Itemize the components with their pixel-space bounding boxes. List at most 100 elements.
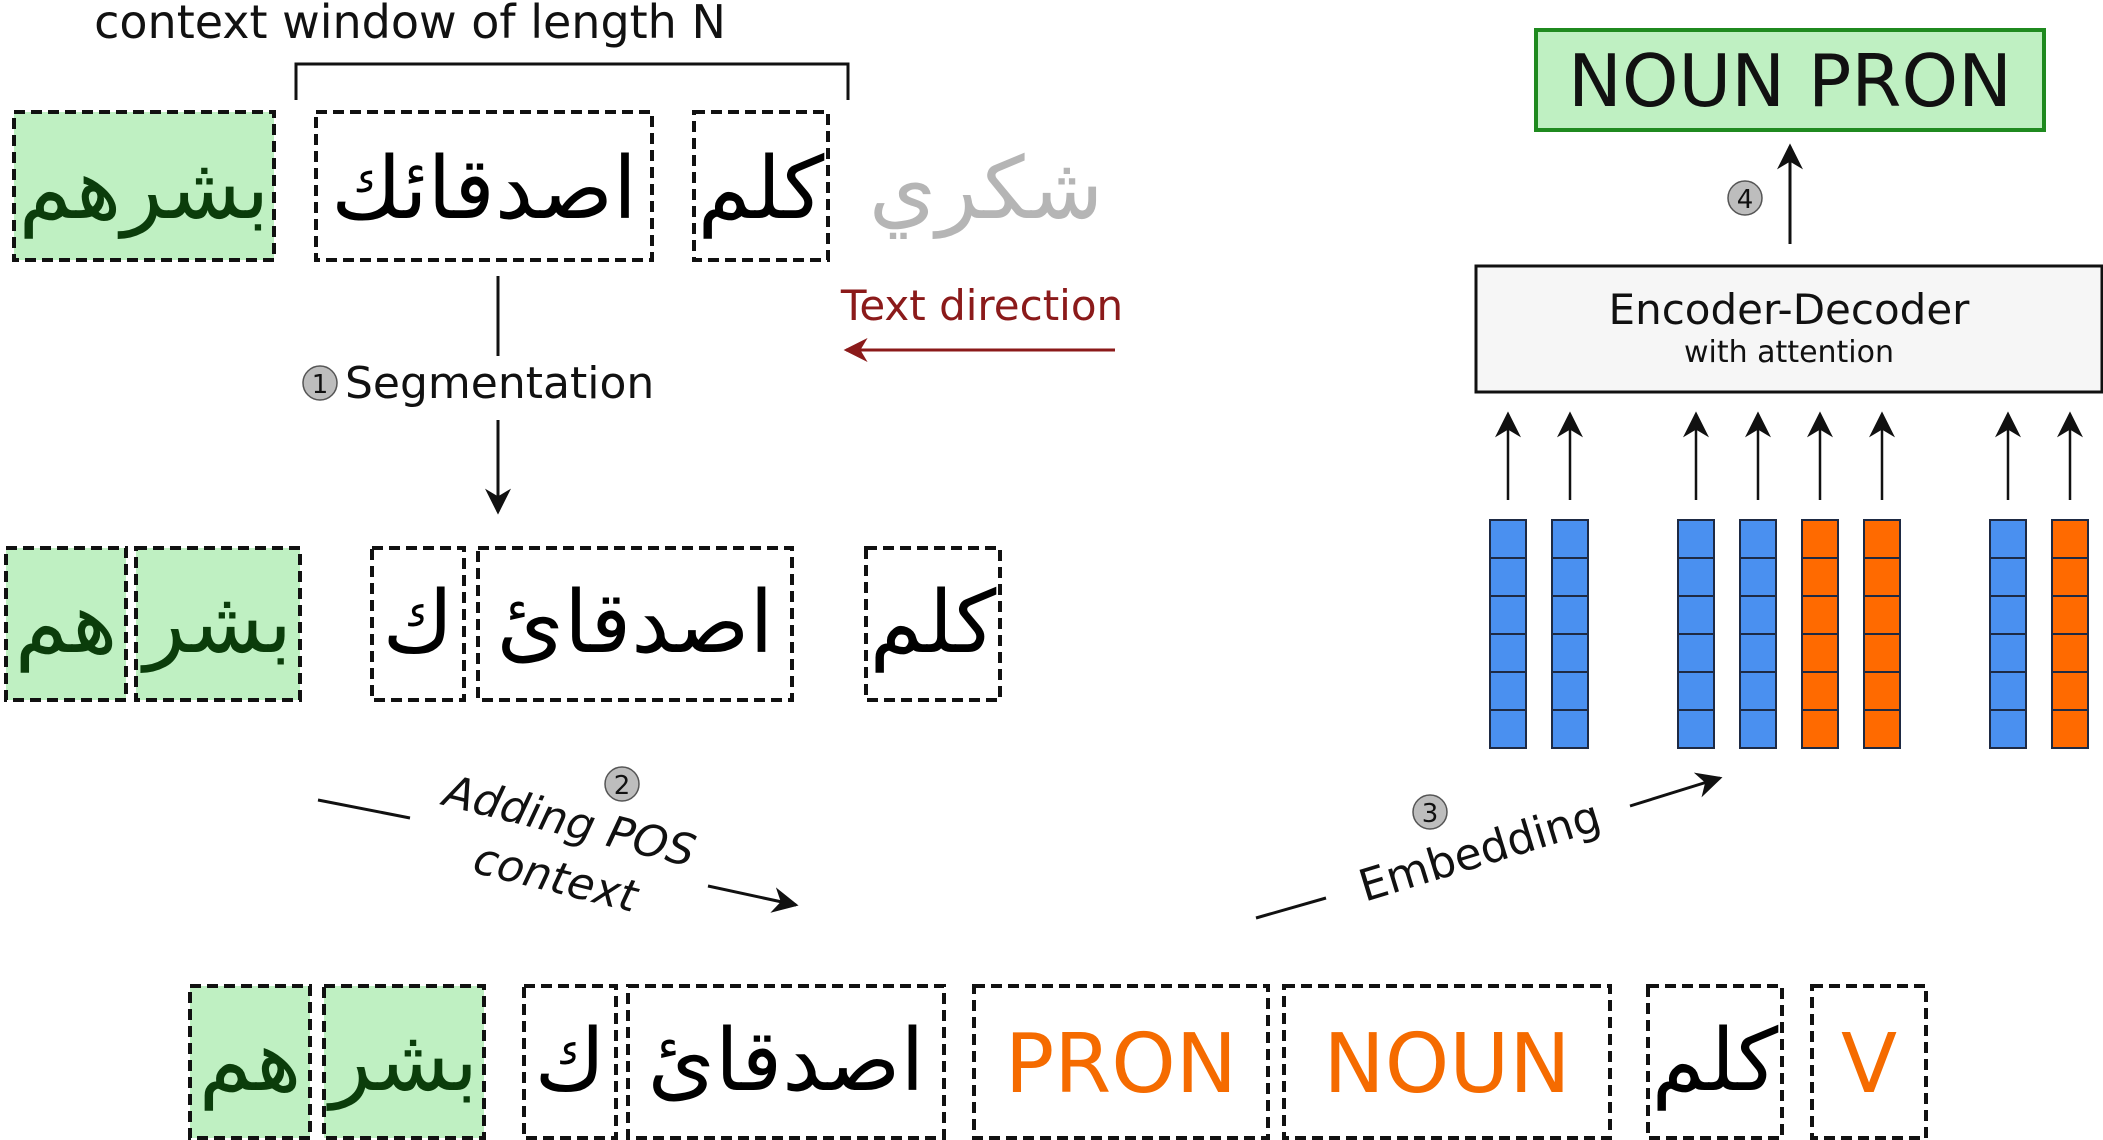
pos-embedding-cell: [1863, 633, 1901, 673]
row2-segment-3: ك: [383, 573, 454, 673]
encoder-decoder-title: Encoder-Decoder: [1609, 285, 1971, 334]
row1-word-1: بشرهم: [19, 139, 270, 239]
encoder-decoder-box: [1474, 264, 2103, 394]
row3-pos-box-v: [1810, 984, 1928, 1140]
pos-embedding-cell: [1801, 633, 1839, 673]
word-embedding-cell: [1551, 633, 1589, 673]
word-embedding-cell: [1677, 595, 1715, 635]
row1-word-3: كلم: [698, 139, 825, 239]
output-box: [1534, 28, 2046, 132]
word-embedding-cell: [1677, 671, 1715, 711]
embedding-line: [1255, 896, 1327, 920]
word-embedding-cell: [1551, 595, 1589, 635]
word-embedding-cell: [1489, 595, 1527, 635]
row3-pos-noun: NOUN: [1323, 1017, 1570, 1112]
embedding-vectors: [1489, 411, 2089, 749]
row3-token-1: هم: [199, 1011, 302, 1111]
text-direction-label: Text direction: [840, 281, 1123, 330]
row3-pos-box-noun: [1282, 984, 1612, 1140]
context-window-label: context window of length N: [94, 0, 726, 49]
word-embedding-cell: [1489, 633, 1527, 673]
word-embedding-cell: [1677, 633, 1715, 673]
pos-embedding-cell: [2051, 557, 2089, 597]
pos-embedding-cell: [2051, 633, 2089, 673]
segmentation-label: Segmentation: [345, 358, 654, 409]
embedding-label: Embedding: [1353, 791, 1607, 913]
pos-embedding-cell: [1863, 709, 1901, 749]
pos-context-arrow: [707, 884, 799, 913]
word-embedding-cell: [1489, 671, 1527, 711]
row2-segment-box-5: [864, 546, 1002, 702]
row1-word-box-3: [692, 110, 830, 262]
step-4-number: 4: [1737, 185, 1754, 215]
word-embedding-cell: [1739, 519, 1777, 559]
row3-token-3: ك: [535, 1011, 606, 1111]
word-embedding-cell: [1677, 557, 1715, 597]
row2-segment-box-4: [476, 546, 794, 702]
row3-pos-box-pron: [972, 984, 1270, 1140]
pos-embedding-cell: [1863, 519, 1901, 559]
row3-token-4: اصدقائ: [648, 1011, 925, 1111]
pos-embedding-cell: [1801, 557, 1839, 597]
row1-word-4-outside-window: شكري: [869, 139, 1103, 239]
word-embedding-cell: [1989, 557, 2027, 597]
row2-segment-box-2: [134, 546, 302, 702]
word-embedding-cell: [1739, 595, 1777, 635]
pos-context-line: [317, 798, 411, 820]
step-4-badge: [1727, 180, 1763, 216]
word-embedding-cell: [1739, 633, 1777, 673]
row2-segment-box-3: [370, 546, 466, 702]
word-embedding-cell: [1489, 709, 1527, 749]
row3-token-box-4: [626, 984, 946, 1140]
pos-embedding-cell: [2051, 671, 2089, 711]
pos-embedding-cell: [2051, 709, 2089, 749]
encoder-decoder-subtitle: with attention: [1684, 335, 1894, 370]
word-embedding-cell: [1677, 709, 1715, 749]
pos-embedding-cell: [1801, 519, 1839, 559]
row2-segment-2: بشر: [140, 573, 292, 673]
pos-embedding-cell: [1801, 709, 1839, 749]
row3-token-box-1: [188, 984, 312, 1140]
row2-segment-5: كلم: [870, 573, 997, 673]
pos-embedding-cell: [2051, 519, 2089, 559]
word-embedding-cell: [1989, 519, 2027, 559]
output-label: NOUN PRON: [1568, 39, 2012, 123]
pos-embedding-cell: [1801, 595, 1839, 635]
word-embedding-cell: [1551, 709, 1589, 749]
row3-token-7: كلم: [1652, 1011, 1779, 1111]
row3-token-box-2: [322, 984, 486, 1140]
row3-pos-pron: PRON: [1005, 1017, 1237, 1112]
word-embedding-cell: [1677, 519, 1715, 559]
word-embedding-cell: [1739, 557, 1777, 597]
row3-token-box-7: [1646, 984, 1784, 1140]
row3-token-box-3: [522, 984, 618, 1140]
pos-embedding-cell: [1863, 671, 1901, 711]
pos-embedding-cell: [1863, 595, 1901, 635]
word-embedding-cell: [1489, 557, 1527, 597]
word-embedding-cell: [1489, 519, 1527, 559]
step-1-number: 1: [312, 370, 329, 400]
row1-word-box-1: [12, 110, 276, 262]
row2-segment-4: اصدقائ: [497, 573, 774, 673]
word-embedding-cell: [1739, 709, 1777, 749]
step-3-badge: [1412, 794, 1448, 830]
context-window-bracket: [294, 62, 850, 100]
word-embedding-cell: [1989, 595, 2027, 635]
word-embedding-cell: [1989, 671, 2027, 711]
step-1-badge: [302, 365, 338, 401]
word-embedding-cell: [1739, 671, 1777, 711]
word-embedding-cell: [1989, 709, 2027, 749]
embedding-arrow: [1629, 772, 1723, 808]
word-embedding-cell: [1551, 671, 1589, 711]
word-embedding-cell: [1551, 519, 1589, 559]
row2-segment-box-1: [4, 546, 128, 702]
pos-embedding-cell: [1801, 671, 1839, 711]
row3-pos-v: V: [1841, 1017, 1897, 1112]
row1-word-2: اصدقائك: [331, 139, 637, 239]
row1-word-box-2: [314, 110, 654, 262]
row2-segment-1: هم: [15, 573, 118, 673]
word-embedding-cell: [1551, 557, 1589, 597]
pos-embedding-cell: [1863, 557, 1901, 597]
step-3-number: 3: [1422, 799, 1439, 829]
